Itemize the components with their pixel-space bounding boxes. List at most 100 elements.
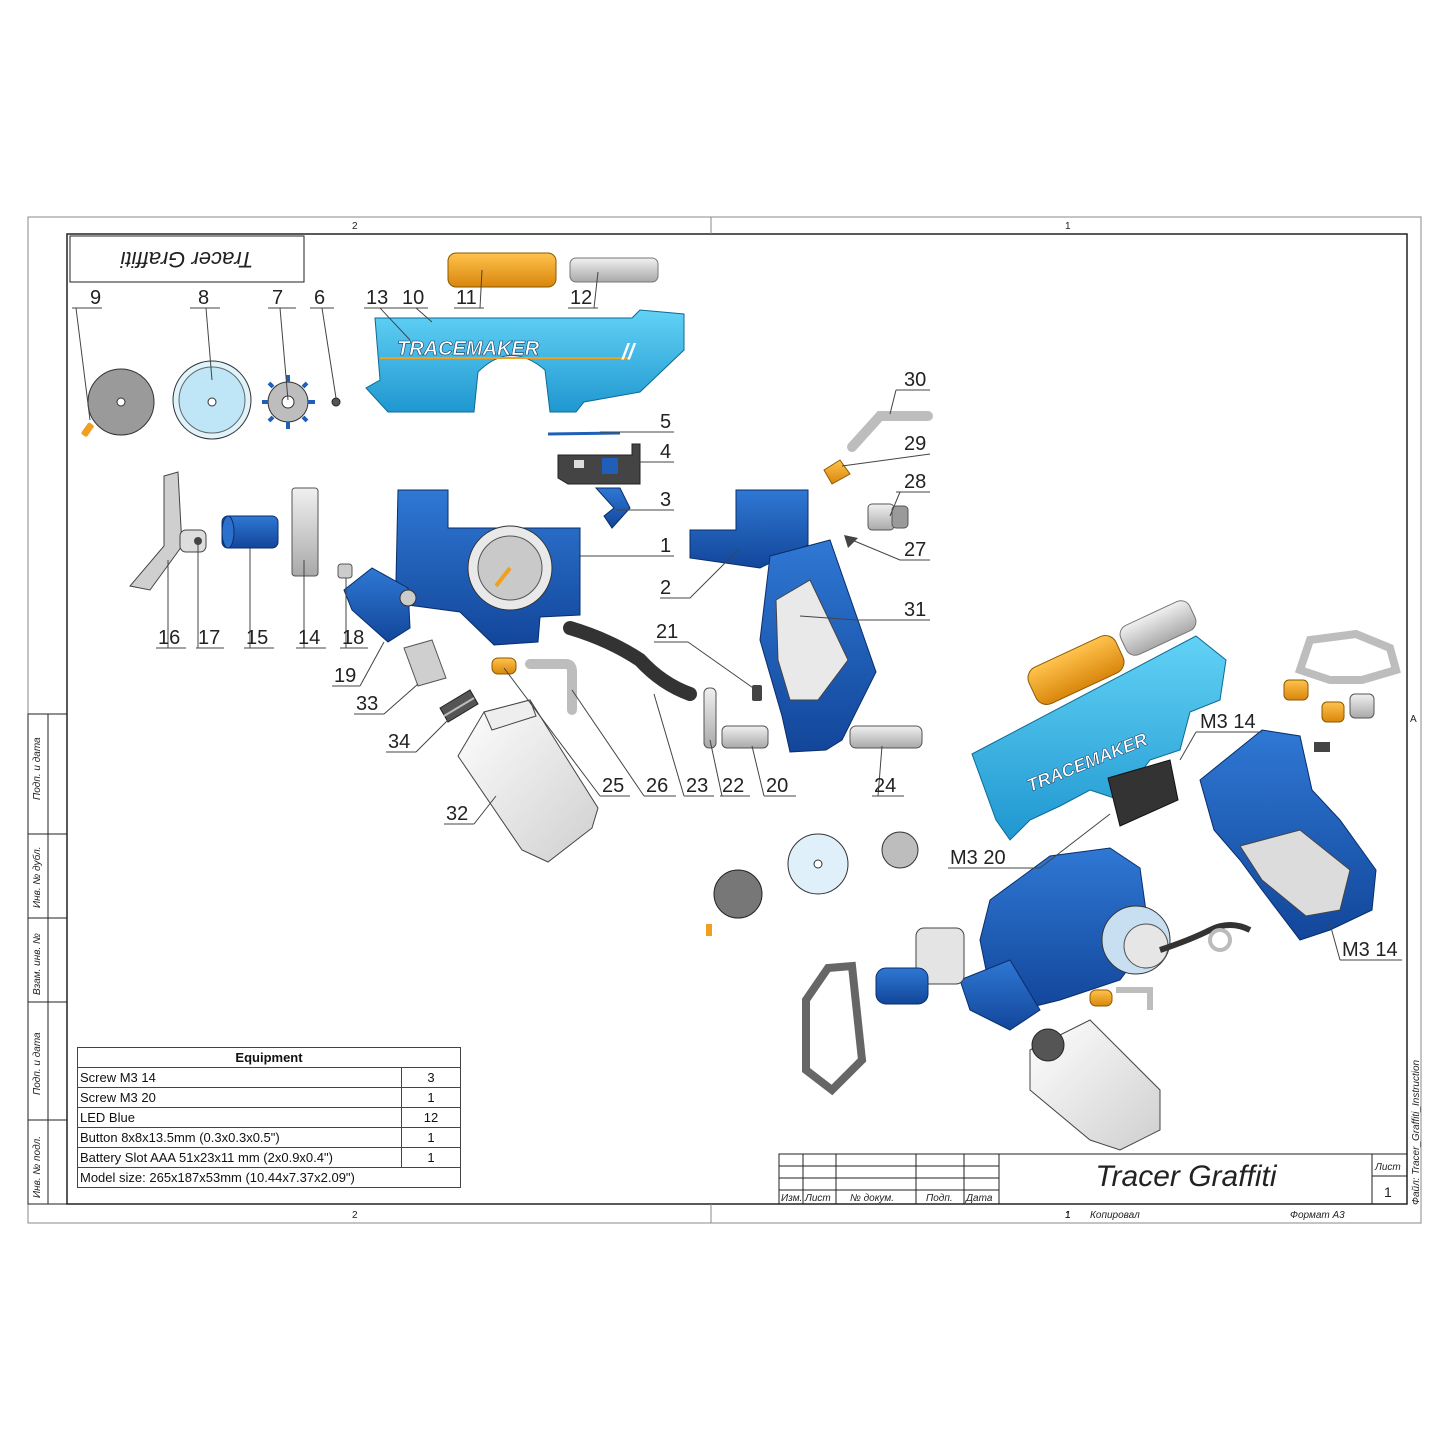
part-32-bottle: [457, 699, 599, 863]
callout-1: 1: [660, 535, 671, 557]
callout-m3-20: M3 20: [950, 847, 1006, 869]
tb-format: Формат А3: [1290, 1210, 1345, 1221]
part-2-grip-upper: [689, 489, 809, 569]
part-18-nut: [337, 563, 353, 579]
equipment-name: Screw M3 14: [77, 1067, 402, 1088]
callout-16: 16: [158, 627, 180, 649]
callout-5: 5: [660, 411, 671, 433]
part-24-rod: [849, 725, 923, 749]
tb-col-izm: Изм.: [781, 1193, 802, 1204]
equipment-qty: 1: [401, 1127, 461, 1148]
part-12-gray-rod: [569, 257, 659, 283]
callout-11: 11: [456, 287, 477, 309]
equipment-header: Equipment: [77, 1047, 461, 1068]
side-stamp-2: Инв. № дубл.: [31, 847, 43, 909]
callout-23: 23: [686, 775, 708, 797]
callout-2: 2: [660, 577, 671, 599]
callout-4: 4: [660, 441, 671, 463]
part-21-pin: [752, 685, 762, 701]
part-16-lever: [129, 471, 207, 591]
part-9-dark-disc: [81, 368, 155, 437]
part-1-main-body: [395, 489, 581, 646]
tb-sheet-label: Лист: [1374, 1162, 1401, 1173]
callout-numbers: 9 8 7 6 13 10 11 12 5 4 3 1 2 30 29 28 2…: [90, 287, 1398, 961]
callout-31: 31: [904, 599, 926, 621]
callout-29: 29: [904, 433, 926, 455]
equipment-qty: 12: [401, 1107, 461, 1128]
callout-7: 7: [272, 287, 283, 309]
callout-25: 25: [602, 775, 624, 797]
part-15-blue-knob: [221, 515, 279, 549]
file-label: Файл: Tracer_Graffiti_Instruction: [1411, 1059, 1422, 1205]
callout-21: 21: [656, 621, 678, 643]
part-4-switch-block: [557, 443, 641, 485]
callout-14: 14: [298, 627, 320, 649]
callout-18: 18: [342, 627, 364, 649]
equipment-qty: 3: [401, 1067, 461, 1088]
part-28-knob: [867, 503, 909, 531]
part-31-grip-handle: [759, 539, 877, 753]
brand-text: TRACEMAKER: [397, 338, 540, 360]
top-label: Tracer Graffiti: [120, 247, 254, 272]
equipment-name: LED Blue: [77, 1107, 402, 1128]
callout-12: 12: [570, 287, 592, 309]
part-5-rod: [547, 431, 621, 436]
equipment-name: Screw M3 20: [77, 1087, 402, 1108]
table-row: Battery Slot AAA 51x23x11 mm (2x0.9x0.4"…: [77, 1147, 461, 1168]
part-29-cap: [823, 459, 851, 485]
side-stamp-1: Подп. и дата: [32, 737, 43, 800]
title-block: [778, 1153, 1408, 1205]
callout-13: 13: [366, 287, 388, 309]
part-22-disc: [703, 687, 717, 749]
callout-22: 22: [722, 775, 744, 797]
part-26-l-rod: [525, 659, 577, 715]
callout-3: 3: [660, 489, 671, 511]
part-6-screw: [331, 397, 341, 407]
callout-30: 30: [904, 369, 926, 391]
part-20-connector: [721, 725, 769, 749]
equipment-footer: Model size: 265x187x53mm (10.44x7.37x2.0…: [77, 1167, 461, 1188]
callout-8: 8: [198, 287, 209, 309]
tb-col-date: Дата: [965, 1193, 993, 1204]
callout-m3-14-a: M3 14: [1200, 711, 1256, 733]
side-stamp: Подп. и дата Инв. № дубл. Взам. инв. № П…: [27, 713, 68, 1205]
part-27-wedge: [844, 535, 858, 548]
zone-mark-top-left: 2: [352, 221, 358, 232]
part-25-tip: [491, 657, 517, 675]
callout-9: 9: [90, 287, 101, 309]
tb-copied: Копировал: [1090, 1210, 1140, 1221]
callout-27: 27: [904, 539, 926, 561]
side-stamp-5: Инв. № подл.: [32, 1136, 43, 1198]
callout-20: 20: [766, 775, 788, 797]
assembled-view: TRACEMAKER: [706, 600, 1401, 1151]
tb-col-list: Лист: [804, 1193, 831, 1204]
equipment-qty: 1: [401, 1087, 461, 1108]
part-33-plate: [403, 639, 447, 687]
part-10-top-cover: TRACEMAKER //: [365, 309, 685, 413]
table-row: Model size: 265x187x53mm (10.44x7.37x2.0…: [77, 1167, 461, 1188]
part-34-spring: [439, 689, 479, 723]
callout-m3-14-b: M3 14: [1342, 939, 1398, 961]
callout-6: 6: [314, 287, 325, 309]
part-7-led-ring: [262, 375, 315, 429]
side-stamp-4: Подп. и дата: [32, 1032, 43, 1095]
part-23-hose: [563, 621, 697, 701]
zone-mark-side: A: [1410, 714, 1417, 725]
part-3-trigger: [594, 487, 631, 529]
zone-mark-bottom-left: 2: [352, 1210, 358, 1221]
part-11-orange-tube: [447, 252, 557, 288]
part-8-lens-disc: [172, 360, 252, 440]
tb-page-num: 1: [1065, 1210, 1071, 1221]
leader-lines: [72, 269, 1402, 961]
equipment-qty: 1: [401, 1147, 461, 1168]
brand-mark: //: [621, 339, 637, 364]
zone-mark-top-right: 1: [1065, 221, 1071, 232]
top-label-box: [69, 235, 305, 283]
callout-24: 24: [874, 775, 896, 797]
callout-32: 32: [446, 803, 468, 825]
